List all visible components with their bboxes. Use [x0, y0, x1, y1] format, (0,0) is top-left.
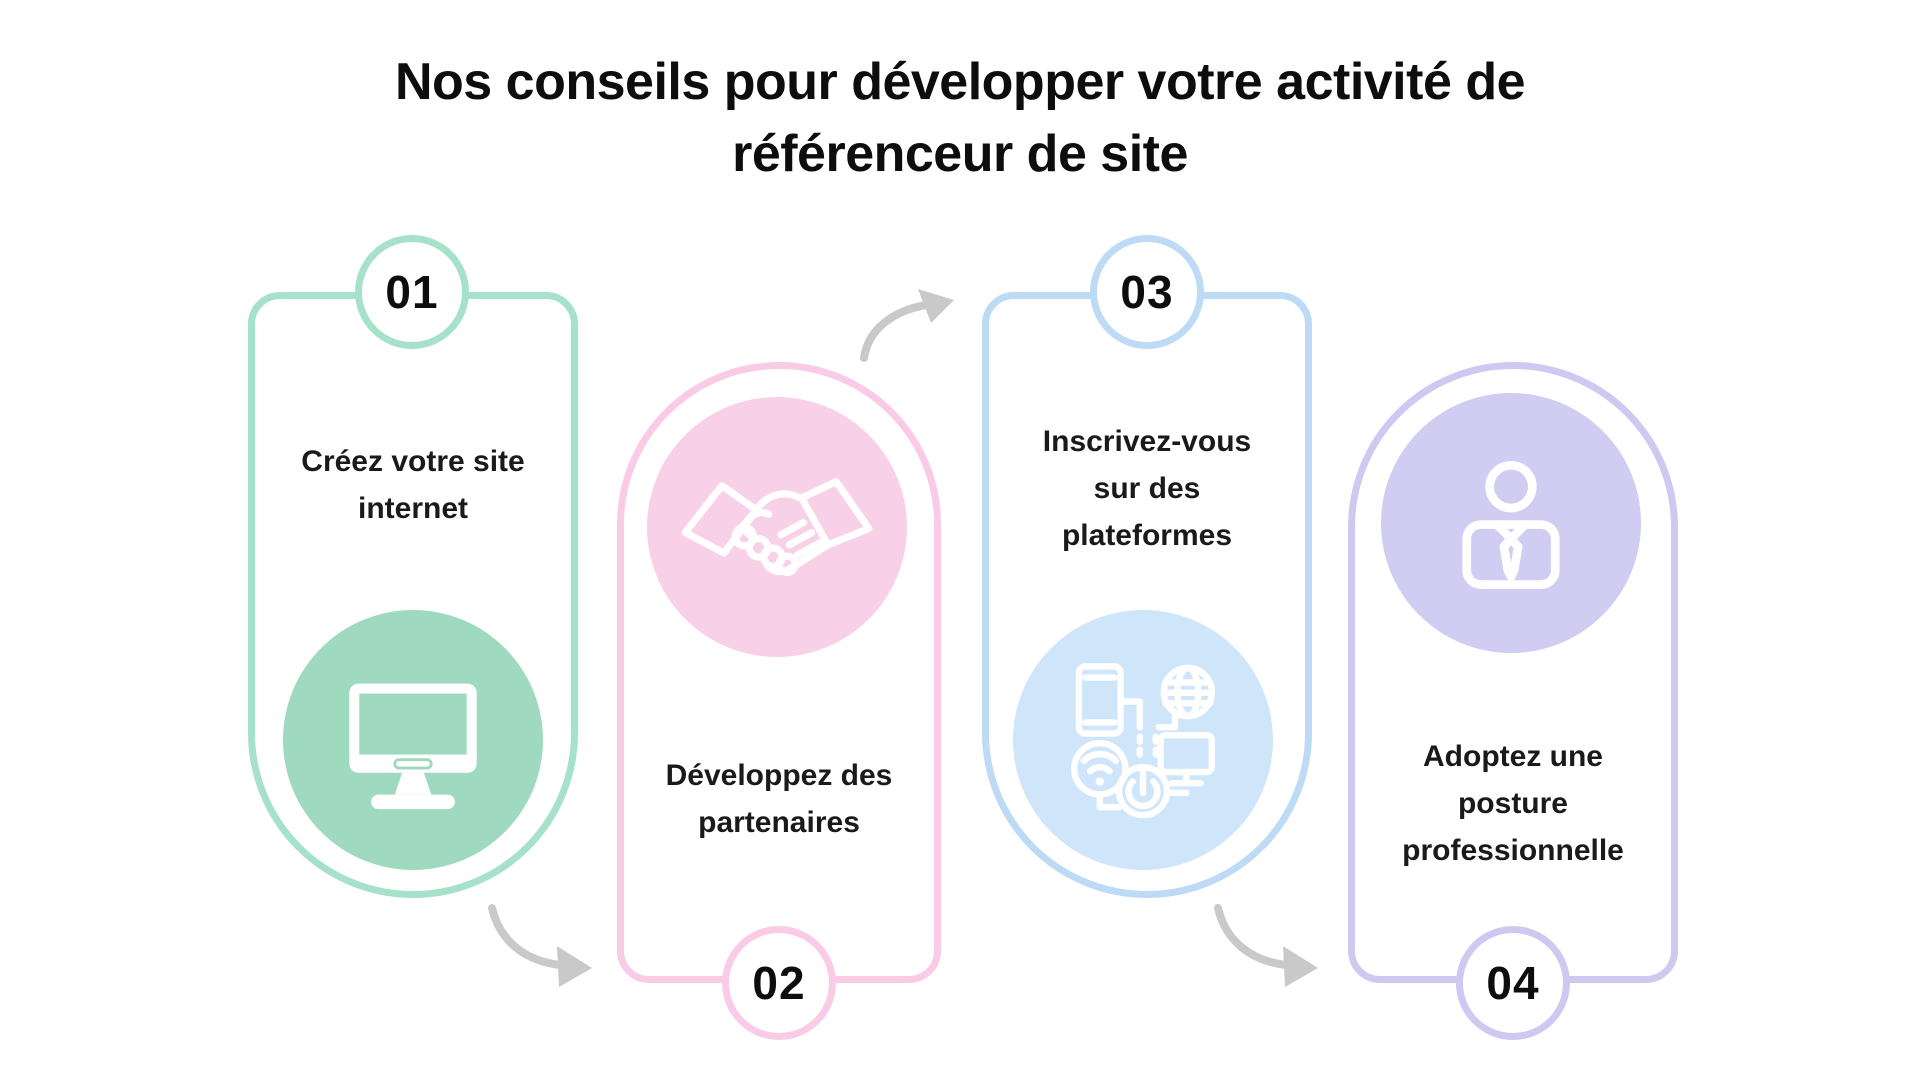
connected-devices-icon [1071, 663, 1215, 819]
step-label-2: Développez des partenaires [665, 759, 893, 839]
step-number: 03 [1120, 266, 1174, 318]
step-number-badge-4: 04 [1456, 926, 1570, 1040]
curved-arrow-2-to-3 [860, 301, 930, 362]
page-title-line-1: Nos conseils pour développer votre activ… [394, 53, 1526, 111]
step-number: 02 [752, 957, 806, 1009]
arrowhead-1-icon [557, 946, 592, 987]
step-number-badge-3: 03 [1090, 235, 1204, 349]
step-number-badge-1: 01 [355, 235, 469, 349]
arrowhead-2-icon [918, 289, 954, 323]
curved-arrow-3-to-4 [1214, 904, 1290, 969]
desktop-computer-icon [349, 683, 477, 810]
page-title-line-2: référenceur de site [732, 125, 1188, 183]
page-title: Nos conseils pour développer votre activ… [0, 46, 1920, 190]
step-label-1: Créez votre site internet [301, 445, 525, 525]
icon-circle-2 [647, 397, 907, 657]
icon-circle-1 [283, 610, 543, 870]
handshake-icon [681, 477, 873, 576]
step-label-4: Adoptez une posture professionnelle [1402, 740, 1624, 867]
arrowhead-3-icon [1283, 946, 1318, 987]
curved-arrow-1-to-2 [488, 904, 564, 969]
icon-circle-4 [1381, 393, 1641, 653]
step-number: 01 [385, 266, 439, 318]
icon-circle-3 [1013, 610, 1273, 870]
step-number-badge-2: 02 [722, 926, 836, 1040]
step-label-3: Inscrivez-vous sur des plateformes [1042, 425, 1252, 552]
businessman-icon [1462, 460, 1560, 589]
step-number: 04 [1486, 957, 1540, 1009]
